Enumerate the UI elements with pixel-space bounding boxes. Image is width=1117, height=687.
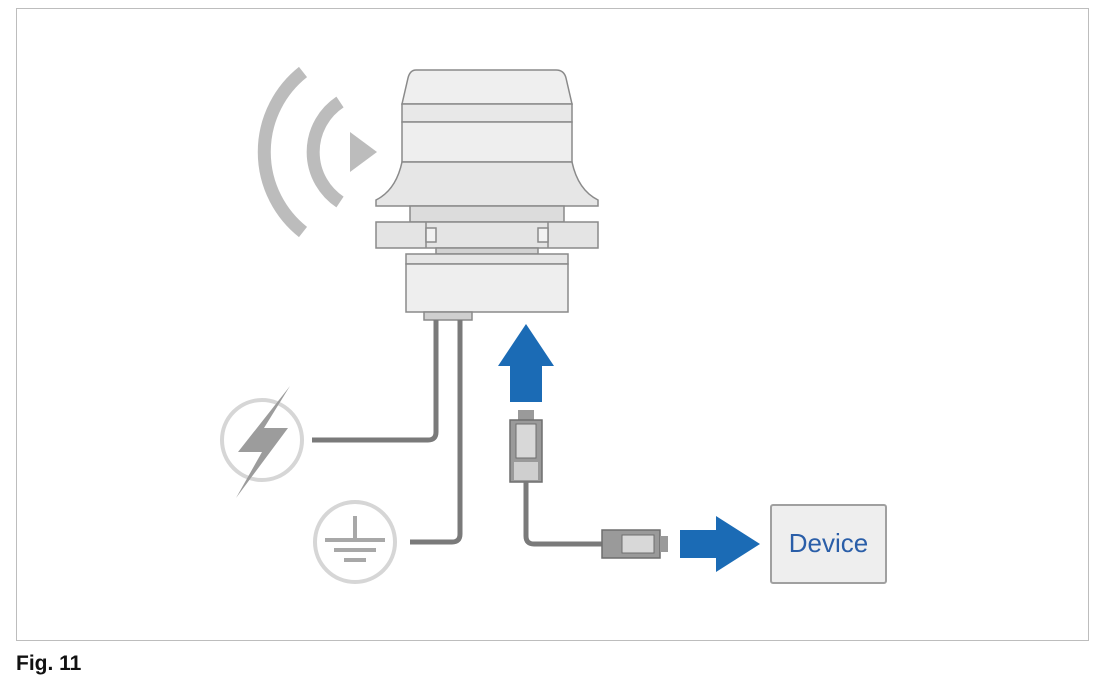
gateway-body-lower xyxy=(405,263,569,313)
connector-h-window xyxy=(621,534,655,554)
gateway-band xyxy=(401,103,573,123)
figure-caption: Fig. 11 xyxy=(16,652,82,675)
connector-boot xyxy=(514,462,538,480)
gateway-body-upper xyxy=(401,121,573,163)
ground-symbol-icon xyxy=(313,500,397,584)
device-box xyxy=(770,504,887,584)
gateway-nut-notch-right xyxy=(537,227,549,243)
wireless-signal-dot xyxy=(350,132,377,172)
gateway-nut-notch-left xyxy=(425,227,437,243)
gateway-device xyxy=(375,69,599,321)
lightning-bolt-icon xyxy=(220,386,304,498)
wireless-signal-icon xyxy=(257,66,377,238)
wireless-signal-arc-outer xyxy=(257,66,308,238)
gateway-lower-band xyxy=(405,253,569,265)
data-cable xyxy=(523,482,604,547)
arrow-right-icon xyxy=(680,516,760,572)
connector-h-tip xyxy=(660,536,668,552)
power-cable xyxy=(312,320,439,443)
rj45-connector-horizontal-icon xyxy=(601,529,668,559)
wireless-signal-arc-inner xyxy=(306,96,344,208)
gateway-neck xyxy=(435,247,539,255)
arrow-up-icon xyxy=(498,324,554,402)
ground-cable xyxy=(410,320,463,545)
gateway-nut xyxy=(375,221,599,249)
connector-window xyxy=(515,423,537,459)
connector-tip xyxy=(518,410,534,422)
gateway-thread xyxy=(409,205,565,223)
gateway-flare xyxy=(375,161,599,207)
gateway-cable-gland xyxy=(423,311,473,321)
device-label: Device xyxy=(789,528,868,558)
gateway-top-cap xyxy=(401,69,573,105)
power-icon-ring xyxy=(220,398,304,482)
lightning-bolt-shape xyxy=(236,386,290,498)
ground-icon-ring xyxy=(313,500,397,584)
rj45-connector-icon xyxy=(509,410,543,483)
